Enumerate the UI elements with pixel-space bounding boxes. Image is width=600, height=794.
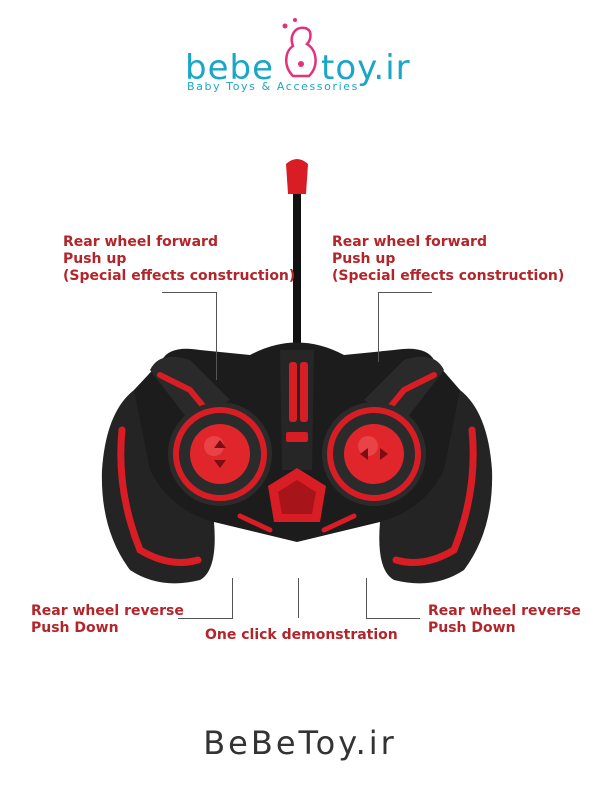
- label-top-right-line2: Push up: [332, 251, 396, 267]
- logo-mascot-icon: [282, 18, 317, 78]
- label-bottom-right-line2: Push Down: [428, 620, 516, 636]
- logo-tagline: Baby Toys & Accessories: [187, 80, 359, 93]
- leader-line: [366, 618, 420, 619]
- label-bottom-center: One click demonstration: [205, 627, 398, 643]
- leader-line: [378, 292, 379, 362]
- label-top-right-line3: (Special effects construction): [332, 268, 565, 284]
- label-top-left: Rear wheel forward Push up (Special effe…: [63, 234, 295, 285]
- leader-line: [162, 292, 216, 293]
- label-bottom-left: Rear wheel reverse Push Down: [31, 603, 184, 637]
- antenna: [293, 190, 301, 360]
- label-bottom-right: Rear wheel reverse Push Down: [428, 603, 581, 637]
- right-grip: [379, 390, 493, 584]
- leader-line: [298, 578, 299, 618]
- leader-line: [216, 292, 217, 380]
- label-top-right: Rear wheel forward Push up (Special effe…: [332, 234, 564, 285]
- label-bottom-left-line1: Rear wheel reverse: [31, 603, 184, 619]
- leader-line: [378, 292, 432, 293]
- label-bottom-right-line1: Rear wheel reverse: [428, 603, 581, 619]
- label-top-left-line2: Push up: [63, 251, 127, 267]
- label-top-left-line3: (Special effects construction): [63, 268, 296, 284]
- leader-line: [178, 618, 233, 619]
- up-down-arrows-icon: [214, 440, 226, 468]
- logo-brand-right: toy.ir: [321, 48, 411, 88]
- leader-line: [232, 578, 233, 618]
- left-right-arrows-icon: [360, 448, 388, 460]
- label-top-right-line1: Rear wheel forward: [332, 234, 487, 250]
- label-top-left-line1: Rear wheel forward: [63, 234, 218, 250]
- remote-controller-image: [101, 159, 493, 584]
- footer-site-name: BeBeToy.ir: [203, 724, 397, 762]
- label-bottom-left-line2: Push Down: [31, 620, 119, 636]
- left-grip: [101, 390, 215, 584]
- antenna-tip: [286, 159, 308, 194]
- logo-brand-left: bebe: [185, 48, 274, 88]
- brand-logo: bebe toy.ir Baby Toys & Accessories: [185, 10, 420, 100]
- leader-line: [366, 578, 367, 618]
